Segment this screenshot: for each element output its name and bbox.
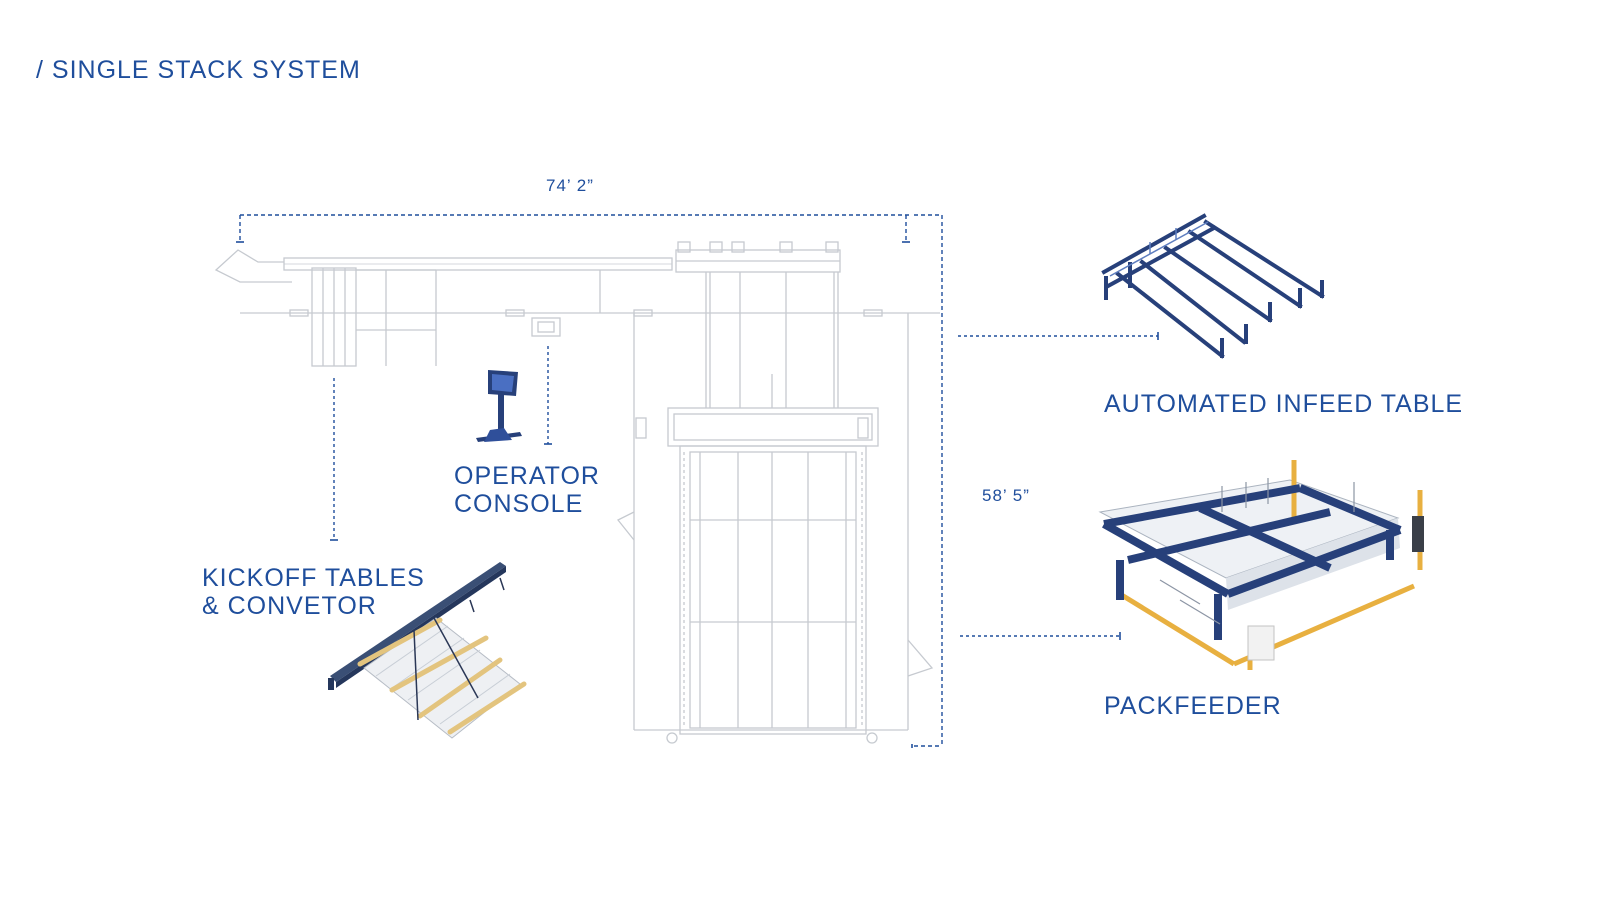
kickoff-tables-label: KICKOFF TABLES & CONVETOR <box>202 564 425 620</box>
page-title: / SINGLE STACK SYSTEM <box>36 56 361 84</box>
callout-ends <box>330 332 1159 640</box>
dimension-lines <box>239 214 943 747</box>
dimension-ticks <box>236 241 913 748</box>
operator-console-label-line2: CONSOLE <box>454 490 584 518</box>
automated-infeed-table-label: AUTOMATED INFEED TABLE <box>1104 390 1464 418</box>
automated-infeed-table-illustration <box>1101 213 1325 359</box>
operator-console-label-line1: OPERATOR <box>454 462 600 490</box>
plan-view-drawing <box>214 241 940 744</box>
infeed-table-detail <box>1109 221 1209 277</box>
kickoff-tables-label-line2: & CONVETOR <box>202 592 377 620</box>
packfeeder-illustration <box>1098 460 1424 670</box>
packfeeder-label: PACKFEEDER <box>1104 692 1282 720</box>
kickoff-tables-illustration <box>328 562 527 739</box>
callout-leaders <box>333 335 1158 637</box>
operator-console-label: OPERATOR CONSOLE <box>454 462 600 518</box>
depth-dimension-label: 58’ 5” <box>982 486 1030 505</box>
operator-console-illustration <box>476 370 522 442</box>
width-dimension-label: 74’ 2” <box>546 176 594 195</box>
kickoff-tables-label-line1: KICKOFF TABLES <box>202 564 425 592</box>
